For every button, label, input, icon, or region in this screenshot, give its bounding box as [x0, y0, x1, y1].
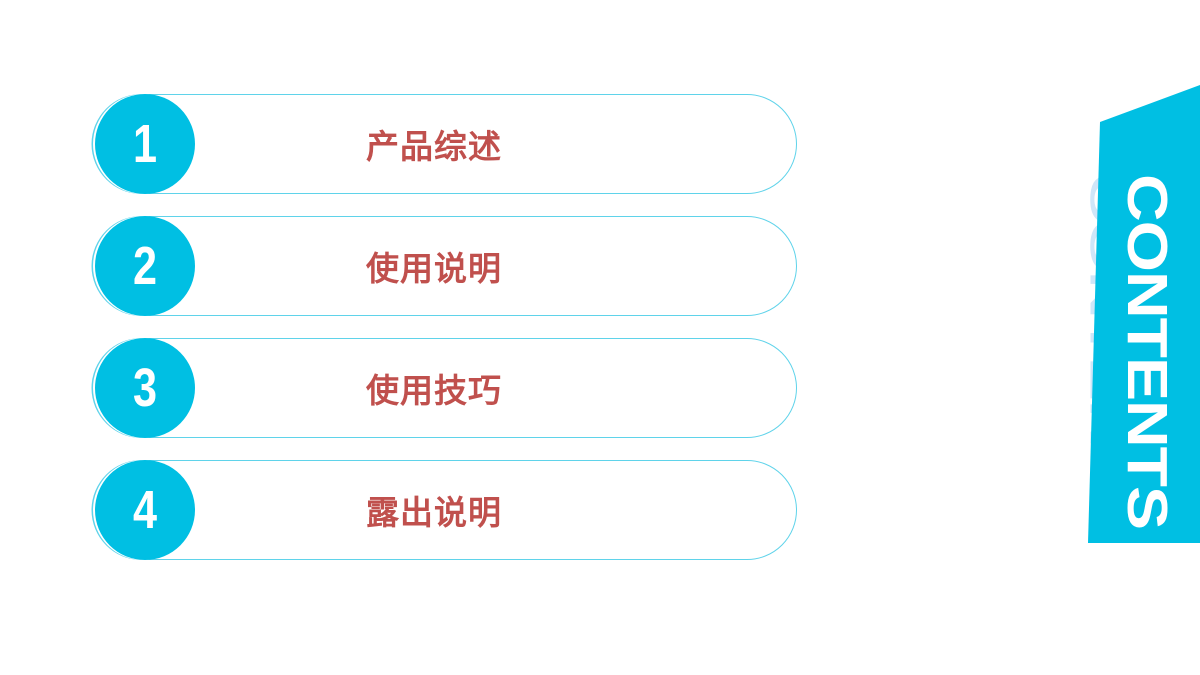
item-number: 1: [132, 114, 158, 174]
item-label: 使用说明: [366, 249, 502, 288]
number-badge: 2: [95, 216, 195, 316]
item-label: 产品综述: [366, 127, 502, 166]
toc-item-2[interactable]: 2 使用说明: [95, 216, 797, 316]
contents-title: CONTENTS: [1116, 174, 1180, 529]
number-badge: 4: [95, 460, 195, 560]
toc-item-1[interactable]: 1 产品综述: [95, 94, 797, 194]
number-badge: 3: [95, 338, 195, 438]
item-number: 4: [132, 480, 158, 540]
item-label: 露出说明: [366, 493, 502, 532]
toc-item-4[interactable]: 4 露出说明: [95, 460, 797, 560]
item-number: 2: [132, 236, 158, 296]
number-badge: 1: [95, 94, 195, 194]
toc-item-3[interactable]: 3 使用技巧: [95, 338, 797, 438]
item-label: 使用技巧: [366, 371, 502, 410]
item-number: 3: [132, 358, 158, 418]
